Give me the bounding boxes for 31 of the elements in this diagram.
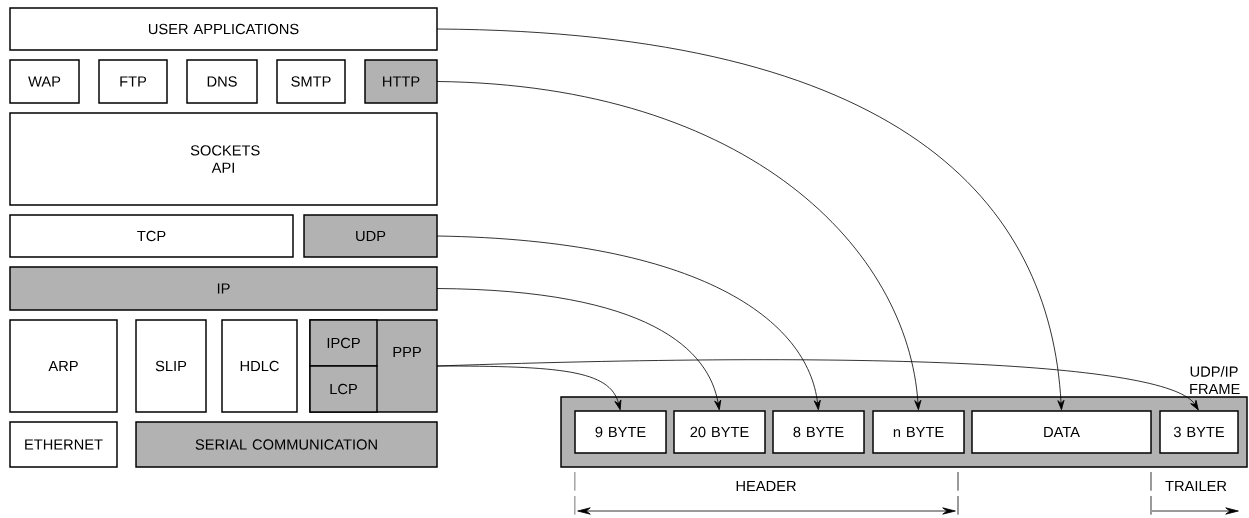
protocol-box: TCP: [9, 214, 294, 258]
protocol-box: LCP: [309, 365, 378, 413]
field-box: 20 BYTE: [673, 410, 766, 454]
layer-box: IP: [9, 266, 438, 311]
dimension-label: TRAILER: [1165, 480, 1227, 492]
node-label: UDP/IP FRAME: [1190, 366, 1240, 394]
field-box: 8 BYTE: [772, 410, 865, 454]
arrow: [436, 81, 922, 411]
protocol-box: WAP: [9, 59, 80, 104]
layer-box: USER APPLICATIONS: [9, 7, 438, 51]
layer-box: SOCKETS API: [9, 112, 438, 206]
protocol-box: FTP: [98, 59, 168, 104]
protocol-box: HTTP: [364, 59, 438, 104]
protocol-box: ARP: [9, 319, 118, 413]
protocol-box: DNS: [186, 59, 258, 104]
field-box: 9 BYTE: [574, 410, 667, 454]
field-box: n BYTE: [872, 410, 965, 454]
arrow: [436, 28, 1065, 411]
field-box: 3 BYTE: [1159, 410, 1239, 454]
dimension-label: HEADER: [736, 480, 796, 492]
arrow: [436, 359, 1199, 411]
protocol-box: HDLC: [221, 319, 298, 413]
arrow: [436, 235, 821, 411]
field-box: DATA: [971, 410, 1152, 454]
protocol-box: SMTP: [276, 59, 346, 104]
arrow: [436, 288, 722, 411]
protocol-box: SERIAL COMMUNICATION: [135, 421, 438, 468]
protocol-box: ETHERNET: [9, 421, 118, 468]
protocol-box: SLIP: [135, 319, 207, 413]
protocol-box: IPCP: [309, 319, 378, 367]
protocol-box: UDP: [303, 214, 438, 258]
